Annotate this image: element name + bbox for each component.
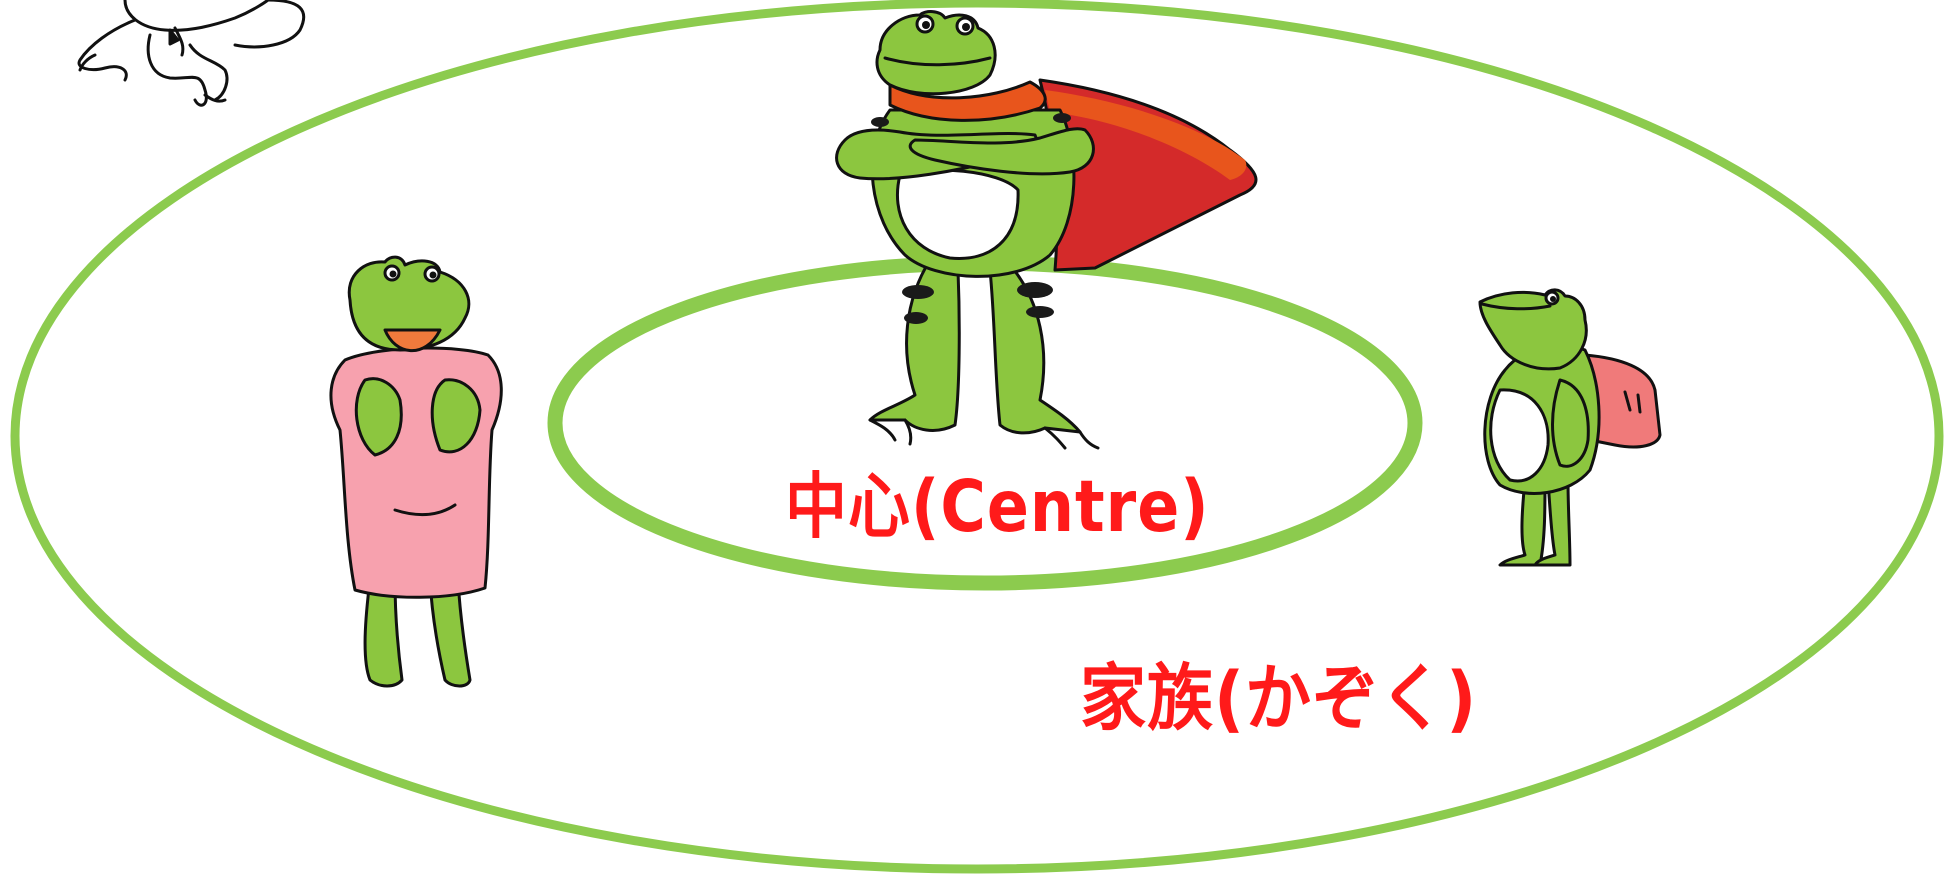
hero-frog-icon	[835, 10, 1258, 450]
family-label: 家族(かぞく)	[1080, 656, 1478, 742]
child-frog-icon	[1478, 288, 1662, 567]
outer-ring	[10, 0, 1944, 874]
corner-frog-sketch	[77, 0, 306, 107]
mother-frog-icon	[329, 255, 503, 688]
centre-label: 中心(Centre)	[785, 464, 1210, 549]
